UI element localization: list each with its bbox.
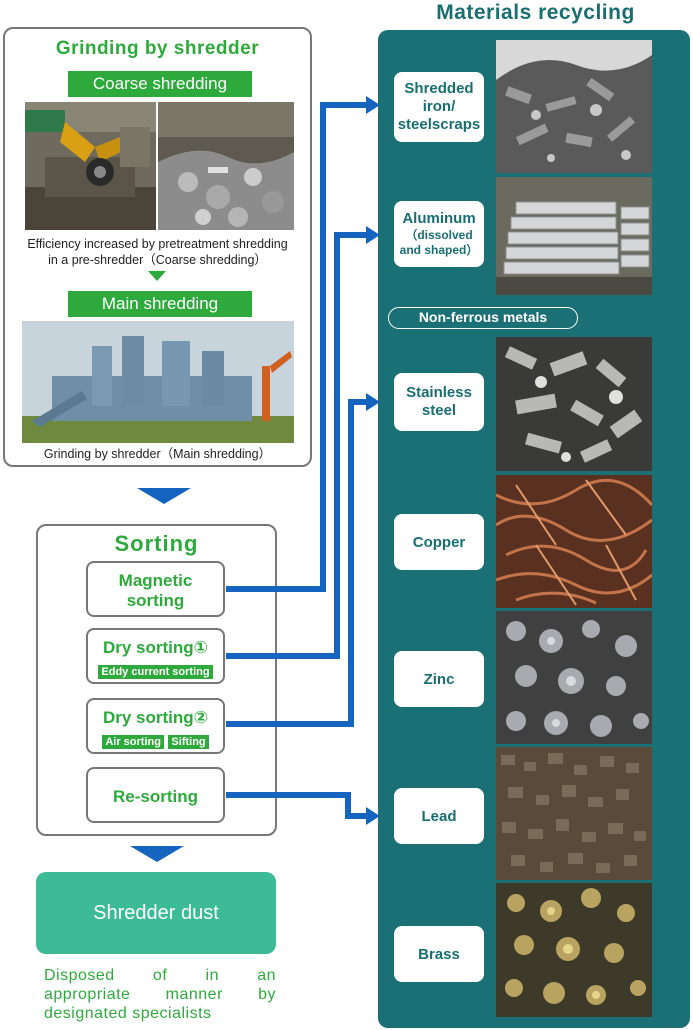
arrow-dry2-to-stainless	[226, 399, 368, 727]
aluminum-label-line-3: and shaped）	[399, 243, 479, 257]
copper-label: Copper	[394, 514, 484, 570]
aluminum-label-line-1: Aluminum	[402, 210, 476, 227]
down-arrow-sorting-to-dust	[130, 846, 184, 862]
stainless-label-line-1: Stainless	[406, 384, 472, 401]
dry-sorting-1-title: Dry sorting①	[102, 638, 209, 657]
arrowhead-lead	[366, 807, 380, 825]
brass-photo	[496, 883, 652, 1017]
iron-label: Shredded iron/ steelscraps	[394, 72, 484, 142]
copper-photo	[496, 475, 652, 608]
sifting-tag: Sifting	[168, 735, 209, 749]
magnetic-sorting-box: Magnetic sorting	[86, 561, 225, 617]
coarse-caption-line-1: Efficiency increased by pretreatment shr…	[27, 237, 288, 251]
dust-note-line-3: designated specialists	[44, 1005, 212, 1022]
coarse-caption-line-2: in a pre-shredder（Coarse shredding）	[48, 253, 267, 267]
down-arrow-small	[148, 271, 166, 281]
copper-label-text: Copper	[412, 533, 466, 551]
lead-photo	[496, 747, 652, 880]
coarse-shredder-machine-photo	[25, 102, 156, 230]
arrow-dry1-to-aluminum	[226, 232, 368, 659]
magnetic-sorting-line-2: sorting	[126, 591, 185, 610]
lead-label-text: Lead	[421, 807, 457, 825]
lead-label: Lead	[394, 788, 484, 844]
stainless-label-line-2: steel	[421, 402, 457, 419]
air-sorting-tag: Air sorting	[102, 735, 164, 749]
brass-label: Brass	[394, 926, 484, 982]
aluminum-label-line-2: （dissolved	[405, 228, 473, 242]
arrowhead-iron	[366, 96, 380, 114]
iron-label-line-1: Shredded	[404, 80, 474, 97]
dust-note: Disposed of in an appropriate manner by …	[44, 966, 276, 1023]
arrow-magnetic-to-iron	[226, 102, 368, 592]
coarse-shredding-label: Coarse shredding	[68, 71, 252, 97]
resorting-title: Re-sorting	[113, 787, 198, 806]
nonferrous-label: Non-ferrous metals	[388, 307, 578, 329]
main-shredding-label: Main shredding	[68, 291, 252, 317]
zinc-label: Zinc	[394, 651, 484, 707]
eddy-current-tag: Eddy current sorting	[98, 665, 213, 679]
stainless-label: Stainless steel	[394, 373, 484, 431]
iron-label-line-3: steelscraps	[397, 116, 481, 133]
magnetic-sorting-line-1: Magnetic	[118, 571, 193, 590]
aluminum-ingots-photo	[496, 177, 652, 295]
dust-note-line-1: Disposed of in an	[44, 967, 276, 984]
resorting-box: Re-sorting	[86, 767, 225, 823]
shredder-dust-label: Shredder dust	[93, 901, 219, 924]
zinc-label-text: Zinc	[423, 670, 455, 688]
down-arrow-grinding-to-sorting	[137, 488, 191, 504]
arrow-resorting-to-lead	[226, 792, 368, 819]
arrowhead-aluminum	[366, 226, 380, 244]
arrowhead-stainless	[366, 393, 380, 411]
aluminum-label: Aluminum （dissolved and shaped）	[394, 201, 484, 267]
dry-sorting-1-box: Dry sorting① Eddy current sorting	[86, 628, 225, 684]
dry-sorting-2-box: Dry sorting② Air sorting Sifting	[86, 698, 225, 754]
iron-scrap-photo	[496, 40, 652, 173]
dust-note-line-2: appropriate manner by	[44, 986, 276, 1003]
zinc-photo	[496, 611, 652, 744]
main-shredder-plant-photo	[22, 321, 294, 443]
brass-label-text: Brass	[418, 945, 460, 963]
dry-sorting-2-title: Dry sorting②	[102, 708, 209, 727]
materials-title: Materials recycling	[436, 1, 635, 24]
iron-label-line-2: iron/	[422, 98, 456, 115]
coarse-shredded-scrap-photo	[158, 102, 294, 230]
main-caption: Grinding by shredder（Main shredding）	[43, 447, 272, 461]
stainless-steel-photo	[496, 337, 652, 471]
grinding-title: Grinding by shredder	[55, 38, 260, 59]
shredder-dust-box: Shredder dust	[36, 872, 276, 954]
sorting-title: Sorting	[114, 531, 199, 556]
